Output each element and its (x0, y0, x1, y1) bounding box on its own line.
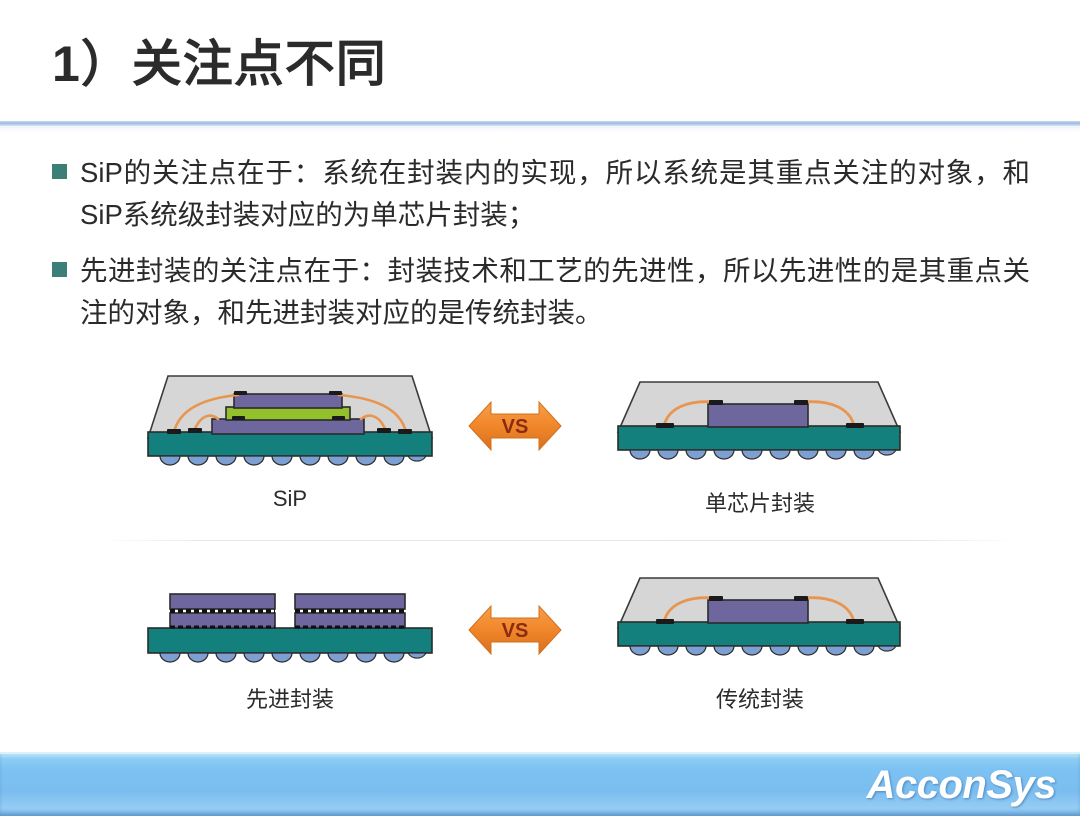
title-bar: 1）关注点不同 (0, 26, 1080, 110)
figure-traditional-package: 传统封装 (610, 572, 910, 712)
bullet-text: 先进封装的关注点在于：封装技术和工艺的先进性，所以先进性的是其重点关注的对象，和… (80, 255, 1030, 328)
row-divider (98, 540, 1018, 541)
single-chip-illustration (616, 381, 902, 460)
list-item: SiP的关注点在于：系统在封装内的实现，所以系统是其重点关注的对象，和SiP系统… (52, 152, 1042, 236)
vs-connector-1: VS (467, 393, 563, 459)
vs-label: VS (502, 416, 529, 438)
figure-caption: 传统封装 (715, 687, 804, 712)
square-bullet-icon (52, 262, 67, 277)
comparison-diagrams: SiP VS (0, 360, 1080, 740)
header-divider-shadow (0, 126, 1080, 132)
footer-bar: AcconSys (0, 752, 1080, 816)
sip-package-illustration (146, 375, 434, 466)
vs-connector-2: VS (467, 597, 563, 663)
bullet-text: SiP的关注点在于：系统在封装内的实现，所以系统是其重点关注的对象，和SiP系统… (80, 157, 1030, 230)
figure-sip-package: SiP (140, 368, 440, 511)
figure-caption: SiP (272, 486, 308, 511)
advanced-package-illustration (147, 593, 433, 663)
figure-single-chip-package: 单芯片封装 (610, 376, 910, 516)
square-bullet-icon (52, 164, 67, 179)
list-item: 先进封装的关注点在于：封装技术和工艺的先进性，所以先进性的是其重点关注的对象，和… (52, 250, 1042, 334)
page-title: 1）关注点不同 (52, 36, 387, 92)
traditional-package-illustration (616, 577, 902, 656)
brand-logo: AcconSys (866, 763, 1057, 807)
figure-advanced-package: 先进封装 (140, 580, 440, 712)
vs-label: VS (502, 620, 529, 642)
bullet-list: SiP的关注点在于：系统在封装内的实现，所以系统是其重点关注的对象，和SiP系统… (52, 152, 1042, 348)
header-divider (0, 121, 1080, 126)
figure-caption: 单芯片封装 (704, 491, 815, 516)
figure-caption: 先进封装 (245, 687, 334, 712)
